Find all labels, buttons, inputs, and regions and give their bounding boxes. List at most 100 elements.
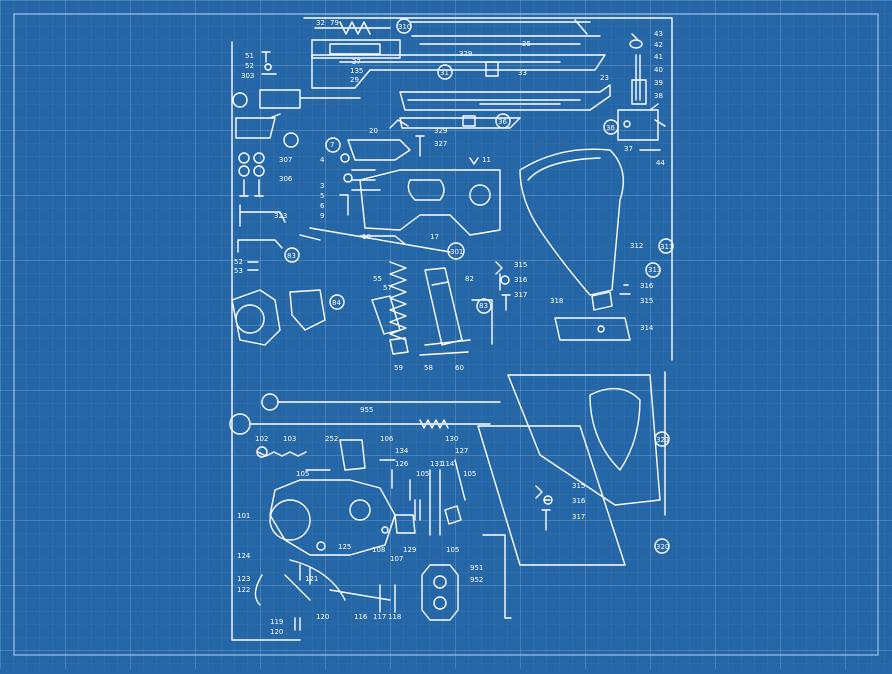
callout-316-c: 316 (572, 497, 586, 505)
callout-105-c: 105 (463, 470, 476, 478)
magazine-group (371, 261, 493, 356)
trigger-assembly-left (231, 289, 345, 346)
callout-952: 952 (470, 576, 483, 584)
upper-frame-bracket (303, 17, 673, 361)
callout-126: 126 (395, 460, 409, 468)
callout-44: 44 (656, 159, 665, 167)
cleaning-rods (229, 393, 501, 435)
callout-43: 43 (654, 30, 663, 38)
grip-screws-upper (495, 261, 511, 311)
callout-105-b: 105 (416, 470, 429, 478)
callout-37: 37 (624, 145, 633, 153)
takedown-tool (421, 564, 459, 621)
callout-320: 320 (656, 543, 669, 551)
trigger-mechanism-lower (254, 439, 466, 631)
callout-135: 135 (350, 67, 363, 75)
callout-7: 7 (330, 141, 334, 149)
callout-9: 9 (320, 212, 324, 220)
callout-125: 125 (338, 543, 351, 551)
callout-31: 31 (440, 69, 449, 77)
callout-313: 313 (648, 266, 661, 274)
callout-118: 118 (388, 613, 401, 621)
callout-57: 57 (383, 284, 392, 292)
callout-955: 955 (360, 406, 373, 414)
callout-129: 129 (403, 546, 416, 554)
callout-55: 55 (373, 275, 382, 283)
callout-134: 134 (395, 447, 409, 455)
callout-310: 310 (398, 23, 411, 31)
callout-38: 38 (654, 92, 663, 100)
rear-sight-group (603, 33, 666, 151)
callout-321: 321 (656, 436, 669, 444)
callout-4: 4 (320, 156, 325, 164)
receiver-frame (299, 169, 501, 260)
callout-312: 312 (630, 242, 643, 250)
hammer-group-upper (325, 119, 479, 216)
callout-41: 41 (654, 53, 663, 61)
callout-301: 301 (450, 248, 463, 256)
callout-124: 124 (237, 552, 251, 560)
callout-119: 119 (270, 618, 283, 626)
callout-103: 103 (283, 435, 296, 443)
callout-17: 17 (430, 233, 439, 241)
callout-120-b: 120 (270, 628, 283, 636)
callout-316: 316 (514, 276, 528, 284)
callout-329: 329 (459, 50, 472, 58)
callout-329-b: 329 (434, 127, 447, 135)
callout-83-b: 83 (479, 302, 488, 310)
callout-315-b: 315 (640, 297, 653, 305)
callout-52: 52 (245, 62, 254, 70)
barrel-group (399, 84, 611, 129)
left-small-parts (232, 51, 300, 271)
callout-3: 3 (320, 182, 324, 190)
callout-52-b: 52 (234, 258, 243, 266)
callout-10: 10 (362, 233, 371, 241)
callout-315: 315 (514, 261, 527, 269)
callout-32: 32 (316, 19, 325, 27)
callout-131: 131 (430, 460, 443, 468)
callout-306: 306 (279, 175, 293, 183)
callout-58: 58 (424, 364, 433, 372)
callout-36: 36 (606, 124, 615, 132)
callout-314: 314 (640, 324, 654, 332)
callout-317: 317 (514, 291, 527, 299)
callout-106: 106 (380, 435, 394, 443)
grip-panel-upper (519, 148, 674, 341)
callout-105-d: 105 (446, 546, 459, 554)
callout-25: 25 (522, 40, 531, 48)
callout-127: 127 (455, 447, 468, 455)
callout-252: 252 (325, 435, 338, 443)
callout-121: 121 (305, 575, 318, 583)
callout-82: 82 (465, 275, 474, 283)
callout-107: 107 (390, 555, 403, 563)
callout-323: 323 (274, 212, 287, 220)
callout-951: 951 (470, 564, 483, 572)
callout-20: 20 (369, 127, 378, 135)
callout-108: 108 (372, 546, 385, 554)
callout-123: 123 (237, 575, 250, 583)
callout-315-c: 315 (572, 482, 585, 490)
callout-84: 84 (332, 299, 341, 307)
callout-53: 53 (234, 267, 243, 275)
callout-318: 318 (550, 297, 563, 305)
callout-39: 39 (654, 79, 663, 87)
grip-panel-lower (477, 374, 670, 566)
callout-122: 122 (237, 586, 250, 594)
callout-105: 105 (296, 470, 309, 478)
callout-29: 29 (350, 76, 359, 84)
callout-317-c: 317 (572, 513, 585, 521)
callout-33: 33 (518, 69, 527, 77)
callout-5: 5 (320, 192, 324, 200)
hex-key (482, 534, 512, 619)
callout-311: 311 (660, 243, 673, 251)
callout-83: 83 (287, 252, 296, 260)
callout-307: 307 (279, 156, 292, 164)
recoil-spring-group (311, 18, 601, 59)
callout-42: 42 (654, 41, 663, 49)
callout-51: 51 (245, 52, 254, 60)
callout-36-b: 36 (498, 118, 507, 126)
callout-23: 23 (600, 74, 609, 82)
callout-11: 11 (482, 156, 491, 164)
